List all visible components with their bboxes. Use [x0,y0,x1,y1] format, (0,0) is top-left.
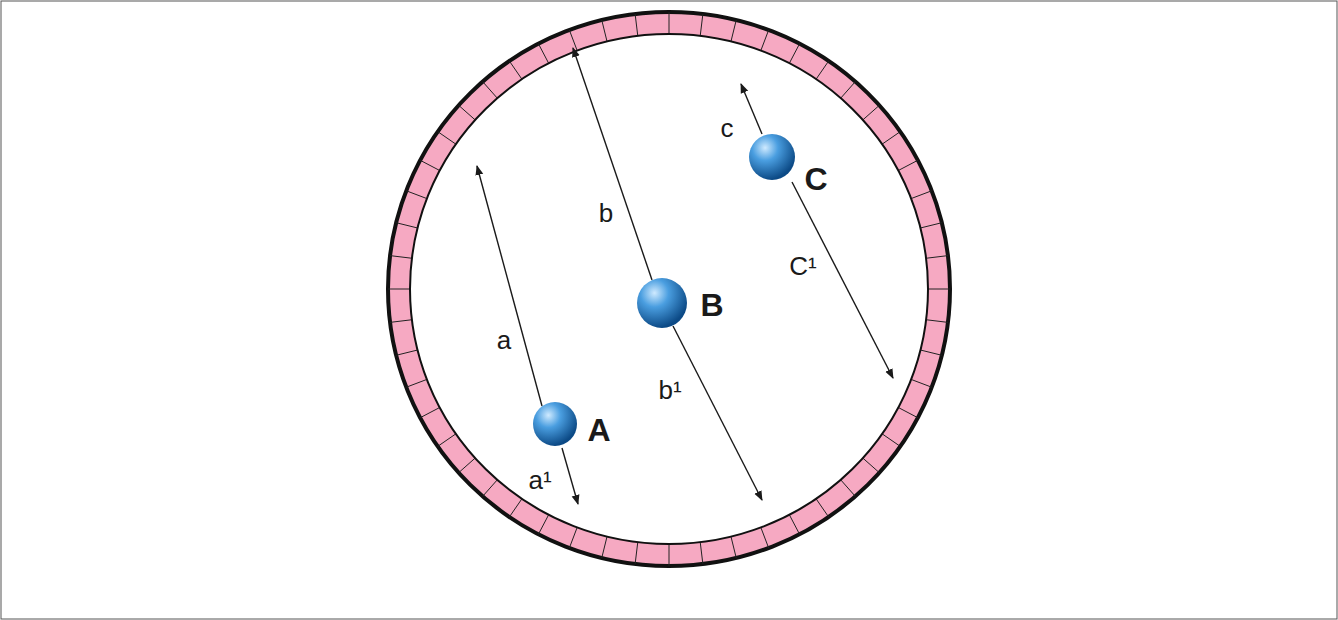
wall-segment [509,61,521,79]
distance-label: a [495,327,513,353]
wall-segment [731,537,736,558]
wall-segment [789,515,799,534]
wall-segment [420,408,439,418]
distance-label: b [597,200,615,226]
wall-segment [898,408,917,418]
wall-segment [700,14,703,36]
sphere [637,278,687,328]
wall-segment [406,379,427,387]
wall-segment [920,350,941,355]
wall-segment [483,82,498,98]
wall-segment [841,480,856,496]
wall-segment [438,132,456,144]
wall-segment [569,30,577,51]
wall-segment [761,30,769,51]
wall-segment [396,223,417,228]
wall-segment [569,527,577,548]
wall-segment [459,105,475,120]
wall-segment [406,191,427,199]
distance-label: c [719,115,736,141]
wall-segment [816,61,828,79]
wall-segment [841,82,856,98]
wall-segment [911,191,932,199]
wall-segments [388,12,950,566]
particle-letter: C [804,163,827,195]
wall-segment [483,480,498,496]
particle: B [637,278,724,328]
wall-segment [911,379,932,387]
sphere [749,134,795,180]
distance-arrows [477,48,893,504]
wall-segment [396,350,417,355]
wall-segment [920,223,941,228]
particle: C [749,134,828,195]
wall-segment [602,537,607,558]
sphere [533,402,577,446]
wall-segment [509,499,521,517]
distance-arrow [741,84,762,134]
distance-label: a¹ [526,467,553,493]
distance-arrow [573,48,652,280]
wall-segment [926,256,948,259]
wall-segment [390,256,412,259]
wall-segment [928,289,950,290]
distance-arrow [562,448,578,504]
wall-segment [882,132,900,144]
wall-segment [602,20,607,41]
wall-segment [700,542,703,564]
wall-segment [898,160,917,170]
wall-segment [926,320,948,323]
wall-segment [761,527,769,548]
particle-letter: B [700,289,723,321]
distance-arrow [477,166,542,406]
wall-segment [438,434,456,446]
particle: A [533,402,611,446]
wall-segment [669,12,670,34]
distance-label: C¹ [787,253,818,279]
wall-segment [789,44,799,63]
wall-segment [863,105,879,120]
wall-segment [538,515,548,534]
lumen [410,34,928,544]
wall-segment [635,14,638,36]
wall-segment [420,160,439,170]
particle-letter: A [587,414,610,446]
wall-outer [388,12,950,566]
wall-segment [538,44,548,63]
distance-arrow [792,182,893,378]
wall-segment [863,458,879,473]
wall-segment [459,458,475,473]
wall-segment [882,434,900,446]
wall-segment [669,544,670,566]
distance-arrow [673,326,762,500]
wall-segment [635,542,638,564]
wall-segment [731,20,736,41]
distance-label: b¹ [656,377,683,403]
wall-segment [388,289,410,290]
wall-segment [390,320,412,323]
wall-segment [816,499,828,517]
